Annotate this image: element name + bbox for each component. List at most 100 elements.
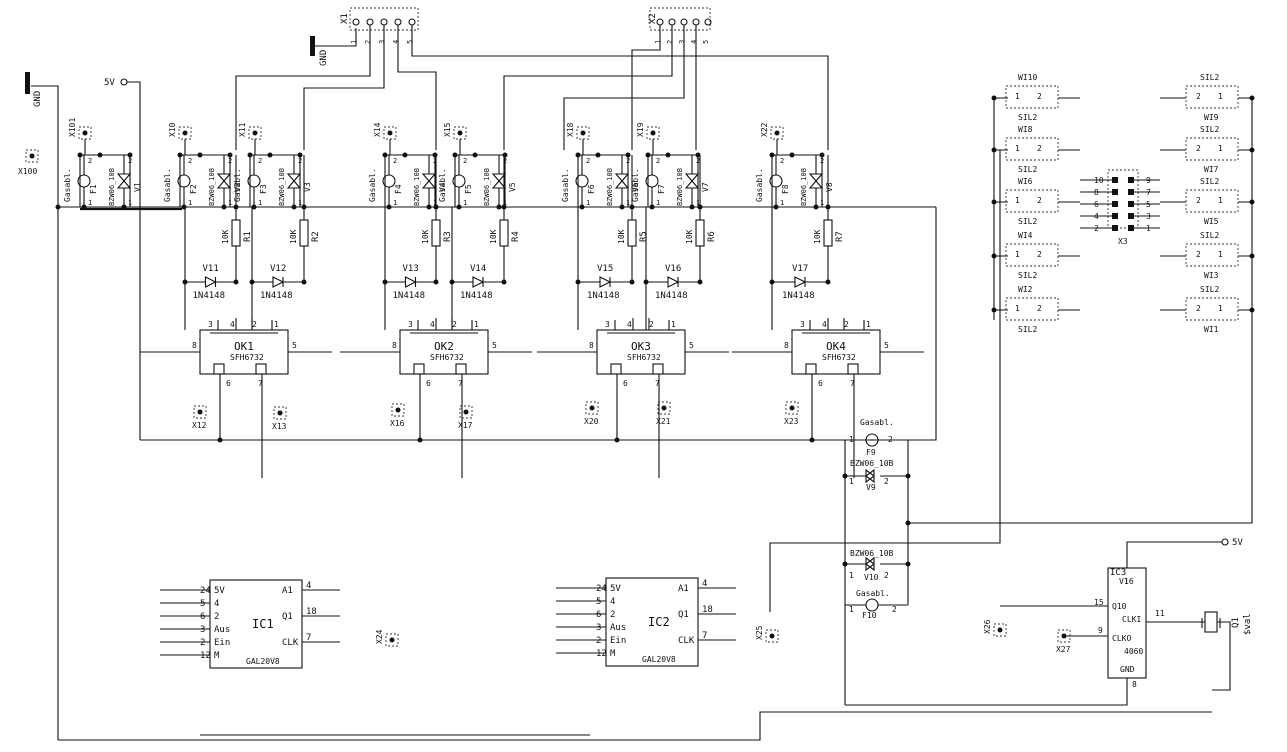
svg-text:Aus: Aus	[214, 625, 230, 635]
svg-text:2: 2	[1196, 196, 1201, 205]
svg-text:BZW06_10B: BZW06_10B	[108, 168, 116, 206]
svg-text:V16: V16	[665, 264, 681, 274]
svg-text:2: 2	[610, 610, 615, 620]
svg-text:2: 2	[884, 571, 889, 580]
testpoint-x22: X22	[760, 122, 784, 140]
svg-text:SIL2: SIL2	[1018, 325, 1037, 334]
svg-text:8: 8	[784, 341, 789, 350]
svg-text:5: 5	[406, 40, 414, 44]
svg-text:Gasabl.: Gasabl.	[860, 418, 894, 427]
svg-text:1: 1	[1218, 304, 1223, 313]
svg-text:SIL2: SIL2	[1200, 73, 1219, 82]
svg-text:V15: V15	[597, 264, 613, 274]
svg-text:2: 2	[452, 320, 457, 329]
svg-text:X20: X20	[584, 417, 599, 426]
svg-text:WI6: WI6	[1018, 177, 1033, 186]
svg-text:1N4148: 1N4148	[193, 291, 226, 301]
svg-text:Gasabl.: Gasabl.	[561, 168, 570, 202]
svg-text:X3: X3	[1118, 237, 1128, 246]
svg-text:OK1: OK1	[234, 340, 254, 353]
svg-text:7: 7	[258, 379, 263, 388]
svg-text:10K: 10K	[813, 229, 822, 244]
svg-text:1: 1	[820, 199, 824, 207]
svg-text:SFH6732: SFH6732	[822, 353, 856, 362]
svg-text:Gasabl.: Gasabl.	[438, 168, 447, 202]
testpoint-x23: X23	[784, 401, 799, 426]
testpoint-x17: X17	[458, 405, 473, 430]
svg-text:2: 2	[1196, 92, 1201, 101]
svg-text:X21: X21	[656, 417, 671, 426]
svg-text:2: 2	[433, 157, 437, 165]
svg-text:V17: V17	[792, 264, 808, 274]
svg-text:X13: X13	[272, 422, 287, 431]
svg-text:SIL2: SIL2	[1018, 271, 1037, 280]
svg-text:$val: $val	[1243, 613, 1253, 635]
svg-text:X27: X27	[1056, 645, 1071, 654]
svg-text:WI3: WI3	[1204, 271, 1219, 280]
svg-text:1: 1	[463, 199, 467, 207]
svg-text:X16: X16	[390, 419, 405, 428]
diode-V12: V12 1N4148	[249, 207, 307, 330]
svg-text:18: 18	[306, 607, 317, 617]
svg-text:1: 1	[228, 199, 232, 207]
svg-text:3: 3	[800, 320, 805, 329]
svg-text:1: 1	[656, 199, 660, 207]
connector-x2: X2 1 2 3 4 5	[648, 7, 712, 44]
svg-text:F1: F1	[89, 184, 98, 194]
svg-text:6: 6	[200, 612, 205, 622]
svg-text:WI1: WI1	[1204, 325, 1219, 334]
svg-text:24: 24	[596, 584, 607, 594]
svg-text:F6: F6	[587, 184, 596, 194]
svg-text:X101: X101	[68, 118, 77, 137]
svg-text:2: 2	[649, 320, 654, 329]
svg-text:BZW06_10B: BZW06_10B	[208, 168, 216, 206]
svg-text:1: 1	[188, 199, 192, 207]
svg-text:2: 2	[1196, 304, 1201, 313]
svg-text:IC2: IC2	[648, 615, 670, 629]
svg-text:SIL2: SIL2	[1200, 231, 1219, 240]
svg-text:Ein: Ein	[610, 636, 626, 646]
svg-text:1N4148: 1N4148	[260, 291, 293, 301]
svg-text:R2: R2	[311, 231, 321, 242]
svg-text:1: 1	[1015, 92, 1020, 101]
zener-V3	[286, 173, 302, 189]
svg-text:3: 3	[596, 623, 601, 633]
svg-text:1: 1	[258, 199, 262, 207]
svg-text:11: 11	[1155, 609, 1165, 618]
svg-text:BZW06_10B: BZW06_10B	[800, 168, 808, 206]
connector-x1: X1 1 2 3 4 5	[340, 7, 419, 44]
svg-text:4: 4	[610, 597, 615, 607]
svg-text:2: 2	[626, 157, 630, 165]
svg-text:V12: V12	[270, 264, 286, 274]
svg-text:7: 7	[306, 633, 311, 643]
svg-text:BZW06_10B: BZW06_10B	[606, 168, 614, 206]
svg-text:5V: 5V	[1232, 538, 1243, 548]
svg-text:2: 2	[844, 320, 849, 329]
diode-V11: V11 1N4148	[182, 207, 239, 330]
svg-text:1: 1	[1015, 304, 1020, 313]
svg-text:8: 8	[589, 341, 594, 350]
svg-text:BZW06_10B: BZW06_10B	[676, 168, 684, 206]
testpoint-x101: X101	[68, 118, 92, 140]
svg-text:V11: V11	[203, 264, 219, 274]
svg-text:2: 2	[88, 157, 92, 165]
svg-text:GAL20V8: GAL20V8	[642, 655, 676, 664]
testpoint-x18: X18	[566, 122, 590, 140]
svg-text:2: 2	[820, 157, 824, 165]
svg-text:10K: 10K	[617, 229, 626, 244]
testpoint-x27: X27	[1056, 629, 1071, 654]
testpoint-x13: X13	[272, 406, 287, 431]
svg-text:2: 2	[1037, 144, 1042, 153]
svg-text:V3: V3	[303, 182, 312, 192]
zener-V4	[421, 173, 437, 189]
